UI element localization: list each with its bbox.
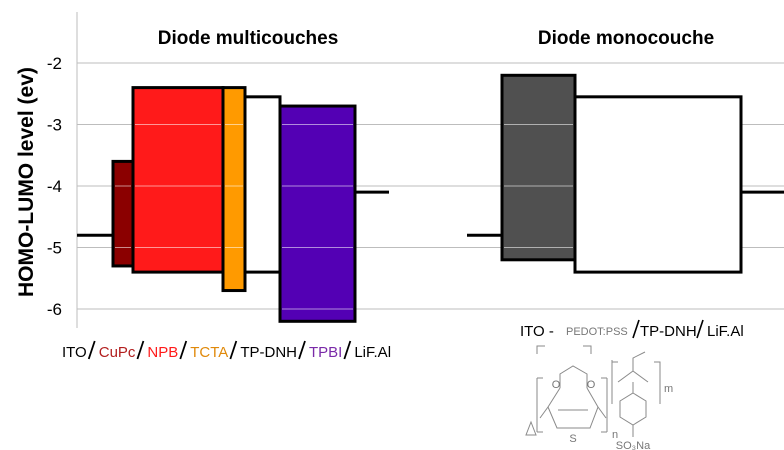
y-tick-label: -6 [47, 300, 62, 319]
y-tick-labels: -2 -3 -4 -5 -6 [47, 54, 62, 319]
stack-label-cupc: CuPc [99, 344, 136, 361]
stack-separator [632, 319, 640, 339]
stack-label-npb: NPB [147, 344, 178, 361]
structure-subscript-n: n [612, 429, 618, 441]
stack-label-tcta: TCTA [190, 344, 228, 361]
structure-atom-s: S [569, 433, 576, 445]
structure-atom-o: O [587, 379, 596, 391]
stack-separator [229, 340, 238, 360]
y-tick-label: -2 [47, 54, 62, 73]
bar-npb [131, 86, 225, 274]
stack-label-lif: LiF.Al [707, 323, 744, 340]
panel-title-multicouches: Diode multicouches [158, 28, 339, 49]
bar-cupc [111, 159, 135, 268]
stack-separator [298, 340, 306, 360]
y-tick-label: -5 [47, 239, 62, 258]
structure-subscript-m: m [664, 383, 673, 395]
stack-label-tp-dnh: TP-DNH [240, 344, 297, 361]
stack-separator [179, 340, 188, 360]
stack-label-ito: ITO - [520, 323, 554, 340]
bar-tp-dnh [243, 95, 282, 274]
energy-level-bars [77, 73, 784, 323]
y-tick-label: -4 [47, 177, 62, 196]
layer-stack-label-monocouche: ITO - PEDOT:PSS TP-DNH LiF.Al [520, 319, 744, 340]
structure-group-so3na: SO₃Na [616, 440, 651, 450]
stack-separator [87, 340, 96, 360]
stack-label-pedot: PEDOT:PSS [566, 326, 628, 338]
stack-label-tpdnh: TP-DNH [640, 323, 697, 340]
pedot-pss-structure [525, 345, 661, 437]
stack-label-tpbi: TPBI [309, 344, 342, 361]
bar-tp-dnh [573, 95, 743, 274]
stack-separator [136, 340, 145, 360]
bar-tpbi [278, 104, 357, 323]
stack-label-ito: ITO [62, 344, 87, 361]
y-axis-title: HOMO-LUMO level (ev) [15, 67, 38, 297]
y-tick-label: -3 [47, 116, 62, 135]
bar-tcta [221, 86, 247, 293]
layer-stack-label-multicouches: ITO CuPc NPB TCTA TP-DNH TPBI LiF.Al [62, 340, 391, 361]
stack-separator [343, 340, 352, 360]
stack-separator [696, 319, 704, 339]
structure-atom-o: O [552, 379, 561, 391]
bar-pedot-pss [500, 73, 577, 262]
panel-title-monocouche: Diode monocouche [538, 28, 714, 49]
stack-label-lif-al: LiF.Al [354, 344, 391, 361]
